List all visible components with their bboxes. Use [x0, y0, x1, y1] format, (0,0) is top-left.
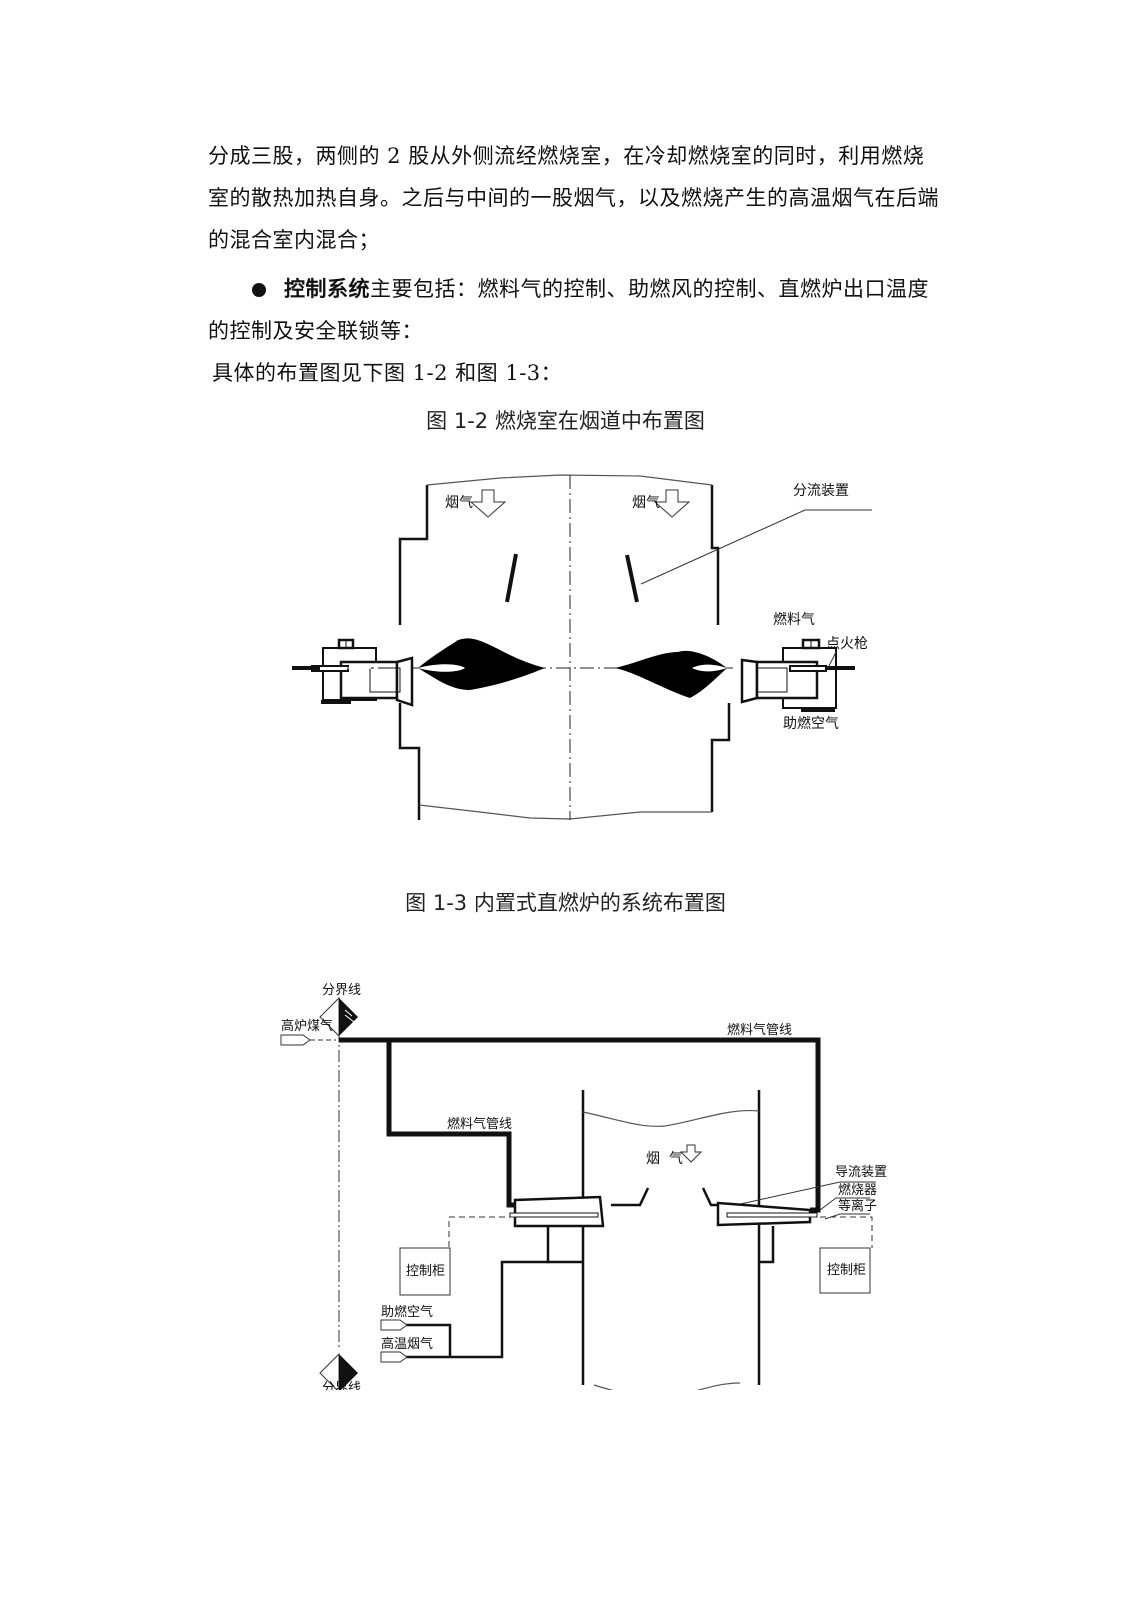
burner-right	[740, 638, 855, 712]
label-flue-gas: 烟 气	[646, 1151, 683, 1167]
pipeline-combustion-air	[405, 1323, 452, 1357]
paragraph-flow-split: 分成三股，两侧的 2 股从外侧流经燃烧室，在冷却燃烧室的同时，利用燃烧室的散热加…	[208, 144, 939, 252]
duct-break-bottom	[418, 804, 712, 820]
label-flue-gas-left: 烟气	[445, 495, 473, 511]
leader-burner	[819, 1197, 870, 1211]
inlet-arrow-hot-flue-gas	[380, 1351, 408, 1363]
label-plasma: 等离子	[838, 1198, 877, 1214]
control-cabinet-left	[399, 1247, 451, 1296]
figure-1-2-caption: 图 1-2 燃烧室在烟道中布置图	[426, 409, 705, 433]
arrow-down-icon	[469, 489, 507, 518]
fuel-pipeline-main	[339, 1037, 821, 1213]
pipeline-mixed-supply	[405, 1260, 550, 1359]
label-control-cabinet-left: 控制柜	[406, 1264, 445, 1279]
fuel-pipeline-left-branch	[386, 1040, 516, 1208]
control-cabinet-right	[819, 1247, 871, 1294]
duct-break-top	[426, 474, 713, 486]
duct-wall-left	[398, 485, 429, 820]
label-fuel-gas: 燃料气	[773, 611, 815, 628]
leader-guide-device	[735, 1181, 876, 1206]
control-system-text: 主要包括：燃料气的控制、助燃风的控制、直燃炉出口温度的控制及安全联锁等：	[208, 277, 929, 343]
label-diverter: 分流装置	[793, 483, 849, 499]
boundary-marker-bottom	[319, 1352, 358, 1390]
signal-line-right	[810, 1216, 873, 1248]
diverter-plate-right	[625, 554, 639, 603]
figure-1-3-caption: 图 1-3 内置式直燃炉的系统布置图	[405, 891, 726, 915]
bullet-icon	[252, 282, 266, 297]
burner-left	[292, 638, 414, 707]
duct-wall-right	[710, 485, 731, 812]
label-bf-gas: 高炉煤气	[281, 1018, 333, 1034]
duct-break-top	[582, 1109, 760, 1127]
label-combustion-air: 助燃空气	[381, 1304, 433, 1320]
leader-igniter	[827, 651, 837, 669]
paragraph-figure-reference: 具体的布置图见下图 1-2 和图 1-3：	[212, 361, 563, 385]
control-system-term: 控制系统	[284, 276, 370, 301]
burner-right	[716, 1201, 818, 1227]
guide-device-left	[611, 1187, 650, 1207]
figure-1-3-diagram: 分界线 分界线 高炉煤气 燃料气管线 燃料气管线 烟 气 导流装置 燃烧器 等离…	[280, 983, 887, 1390]
label-guide-device: 导流装置	[835, 1165, 887, 1180]
flame-right	[615, 650, 727, 698]
label-fuel-pipe-left: 燃料气管线	[447, 1116, 512, 1132]
flame-left	[418, 638, 545, 690]
inlet-arrow-bf-gas	[280, 1034, 311, 1046]
leader-diverter	[640, 509, 872, 585]
label-control-cabinet-right: 控制柜	[827, 1263, 866, 1278]
pipeline-air-right	[760, 1226, 775, 1264]
label-boundary-top: 分界线	[322, 983, 361, 998]
paragraph-control-system: 控制系统主要包括：燃料气的控制、助燃风的控制、直燃炉出口温度的控制及安全联锁等：	[208, 268, 943, 352]
flame-right-core	[692, 664, 727, 672]
pipeline-air-left	[546, 1227, 583, 1264]
label-burner: 燃烧器	[838, 1182, 877, 1198]
flame-left-core	[418, 664, 465, 672]
arrow-down-icon	[679, 1144, 703, 1163]
boundary-marker-top	[319, 996, 358, 1038]
inlet-arrow-combustion-air	[380, 1319, 408, 1331]
label-boundary-bottom: 分界线	[322, 1381, 361, 1390]
label-combustion-air: 助燃空气	[783, 715, 839, 732]
label-igniter: 点火枪	[826, 635, 868, 652]
duct-break-bottom	[593, 1382, 741, 1390]
label-hot-flue-gas: 高温烟气	[381, 1336, 433, 1352]
diverter-plate-left	[505, 553, 518, 603]
label-flue-gas-right: 烟气	[632, 495, 660, 511]
label-fuel-pipe-top: 燃料气管线	[727, 1022, 792, 1038]
figure-1-2-diagram: 烟气 烟气 分流装置 燃料气 点火枪 助燃空气	[292, 474, 872, 820]
arrow-down-icon	[653, 489, 691, 518]
signal-line-left	[448, 1216, 515, 1248]
burner-left	[509, 1195, 605, 1228]
